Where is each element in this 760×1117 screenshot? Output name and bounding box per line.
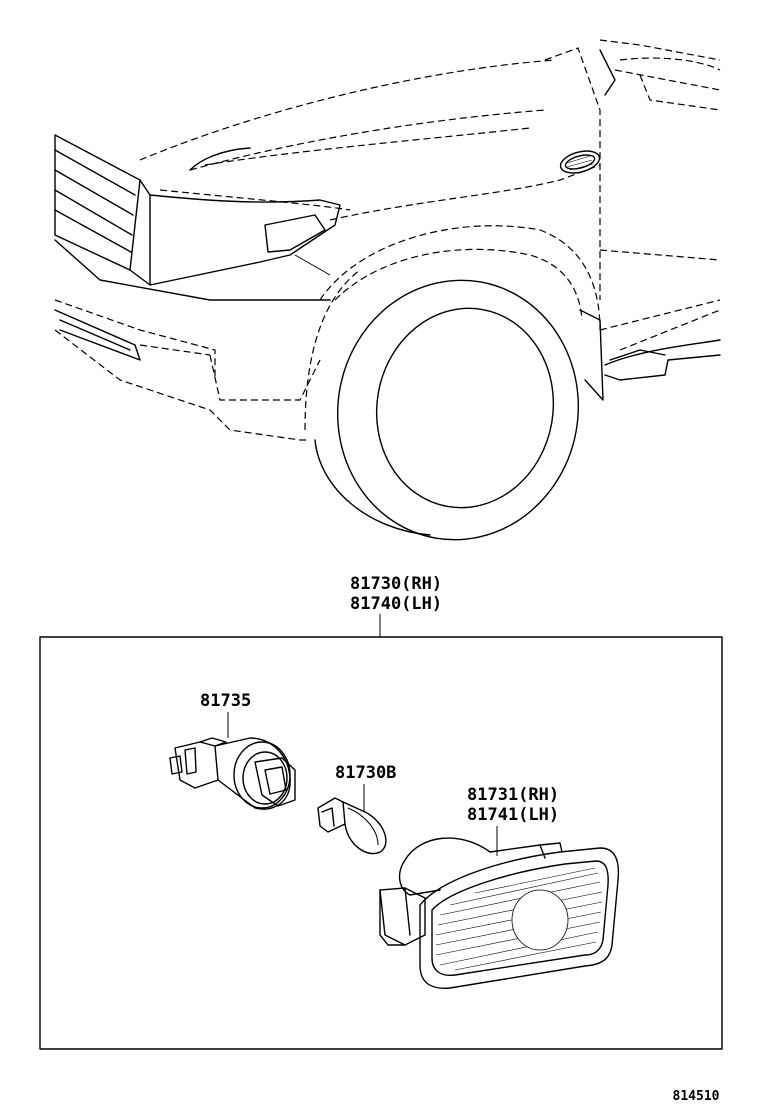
socket-label: 81735 [200, 691, 251, 711]
socket-part-icon [169, 737, 296, 810]
lens-label-rh: 81731(RH) [467, 785, 559, 805]
lens-part-icon [379, 837, 620, 989]
assembly-label-lh: 81740(LH) [350, 594, 442, 614]
assembly-box [39, 636, 723, 1050]
assembly-label-rh: 81730(RH) [350, 574, 442, 594]
figure-number: 814510 [673, 1089, 720, 1104]
bulb-label: 81730B [335, 763, 396, 783]
bulb-part-icon [317, 797, 387, 855]
vehicle-front-illustration [54, 39, 721, 541]
side-marker-location-icon [559, 150, 601, 174]
lens-label-lh: 81741(LH) [467, 805, 559, 825]
lens-bulb-window [511, 889, 569, 951]
